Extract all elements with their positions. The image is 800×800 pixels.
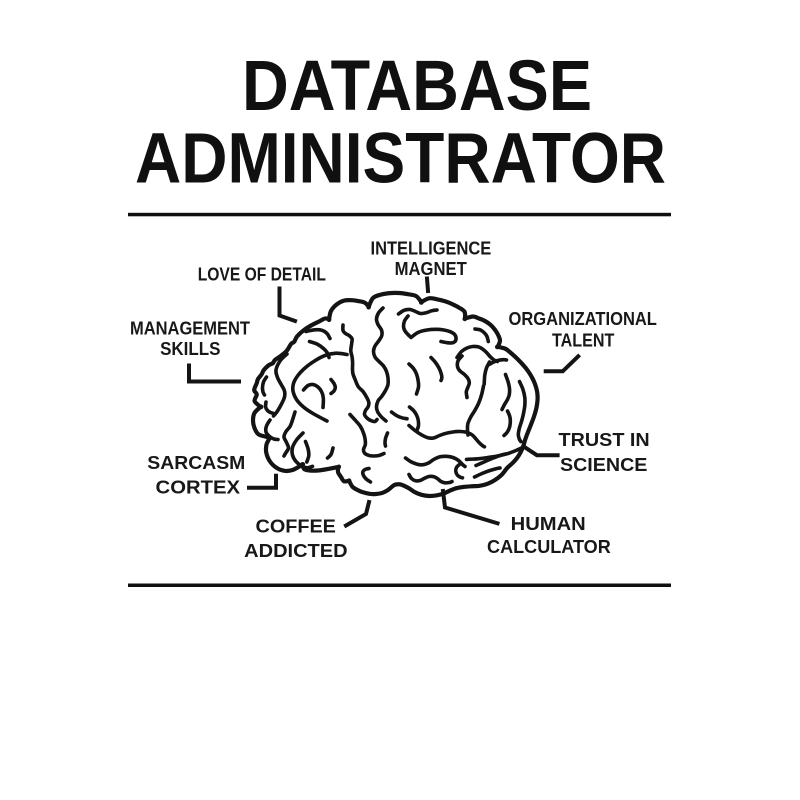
svg-text:SARCASM: SARCASM [147,452,245,473]
svg-text:COFFEE: COFFEE [256,516,336,537]
svg-text:HUMAN: HUMAN [511,513,586,534]
svg-text:ADMINISTRATOR: ADMINISTRATOR [135,120,666,199]
svg-text:SKILLS: SKILLS [160,338,220,359]
svg-text:INTELLIGENCE: INTELLIGENCE [371,238,492,259]
svg-text:MANAGEMENT: MANAGEMENT [130,318,251,339]
svg-text:LOVE OF DETAIL: LOVE OF DETAIL [198,263,326,284]
svg-text:SCIENCE: SCIENCE [560,454,647,475]
svg-text:DATABASE: DATABASE [242,47,592,126]
svg-text:ORGANIZATIONAL: ORGANIZATIONAL [509,308,657,329]
svg-text:TALENT: TALENT [552,329,615,350]
svg-text:CALCULATOR: CALCULATOR [487,536,611,557]
svg-text:TRUST IN: TRUST IN [559,429,650,450]
svg-text:ADDICTED: ADDICTED [244,540,347,561]
svg-text:MAGNET: MAGNET [395,258,468,279]
svg-text:CORTEX: CORTEX [156,477,241,498]
